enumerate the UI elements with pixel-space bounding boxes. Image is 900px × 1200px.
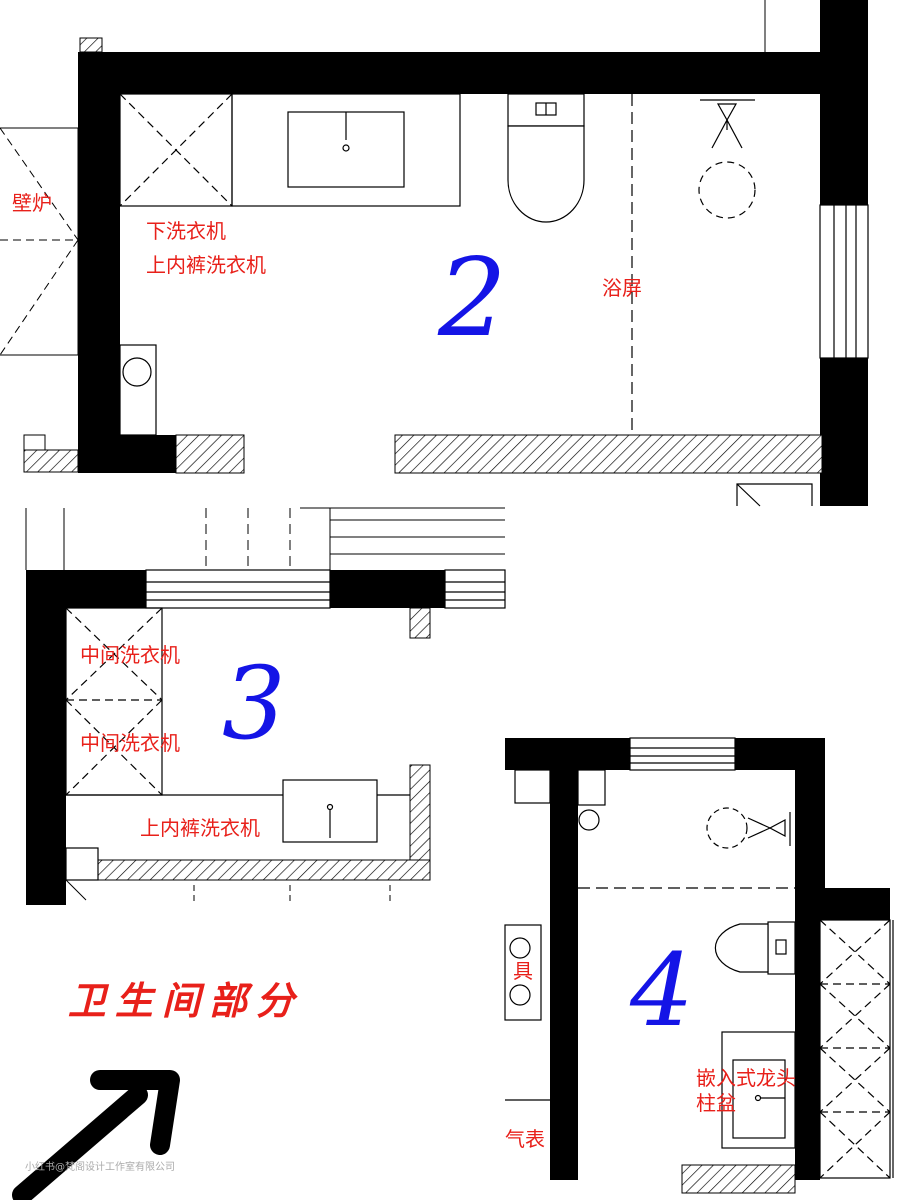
wall-bottom-left bbox=[78, 435, 178, 473]
plan3-bottom-ticks bbox=[65, 879, 391, 905]
plan-4: 具 嵌入式龙头 柱盆 气表 4 bbox=[504, 737, 894, 1194]
vanity-with-sink bbox=[231, 93, 461, 207]
wall-left bbox=[78, 52, 120, 472]
washer-stack-box bbox=[119, 93, 233, 207]
window-right bbox=[819, 204, 869, 359]
plan4-wall-right-upper bbox=[795, 738, 825, 888]
plan3-wall-left bbox=[26, 570, 66, 905]
wall-right-upper bbox=[820, 0, 868, 205]
plan3-window-top bbox=[145, 569, 506, 609]
hatched-pier-top bbox=[79, 37, 103, 53]
fireplace-outline bbox=[0, 127, 79, 356]
plan4-hatched-floor bbox=[681, 1164, 796, 1194]
plan-3-context-lines bbox=[25, 507, 505, 570]
watermark: 小红书@梵阁设计工作室有限公司 bbox=[25, 1160, 175, 1173]
label-pedestal-basin: 柱盆 bbox=[696, 1091, 736, 1115]
arrow-up-right-icon bbox=[12, 1070, 180, 1200]
hatched-wall-bottom-right bbox=[394, 434, 823, 474]
plan3-wall-top-mid bbox=[330, 570, 445, 608]
plan4-left-cabinet bbox=[514, 769, 606, 831]
plan4-wall-right-step bbox=[795, 888, 890, 920]
label-washer-top: 上内裤洗衣机 bbox=[146, 253, 266, 277]
wall-right-lower bbox=[820, 358, 868, 506]
plan3-hatched-wall-bottom bbox=[97, 859, 431, 881]
toilet bbox=[507, 93, 585, 223]
plan4-storage-column bbox=[819, 919, 894, 1179]
room-number-4: 4 bbox=[629, 932, 694, 1049]
label-fireplace: 壁炉 bbox=[12, 191, 52, 215]
room-number-3: 3 bbox=[222, 645, 286, 762]
plan4-toilet bbox=[714, 921, 796, 975]
label-washer-middle-1: 中间洗衣机 bbox=[80, 643, 180, 667]
plan4-wall-right-lower bbox=[795, 920, 820, 1180]
hatched-wall-bottom-left bbox=[175, 434, 245, 474]
plan4-left-side-fixtures bbox=[504, 924, 550, 1101]
plan4-wall-left bbox=[550, 738, 578, 1180]
label-meter-cut: 气表 bbox=[505, 1127, 545, 1151]
label-washer-bottom: 下洗衣机 bbox=[146, 219, 226, 243]
label-embedded-faucet: 嵌入式龙头 bbox=[696, 1066, 796, 1090]
plan-2: 壁炉 下洗衣机 上内裤洗衣机 浴屏 2 bbox=[0, 0, 869, 507]
small-washer bbox=[119, 344, 157, 436]
door-frame-lower-right bbox=[736, 483, 813, 507]
section-title: 卫生间部分 bbox=[68, 978, 303, 1023]
exterior-step bbox=[23, 434, 79, 473]
plan3-sink bbox=[282, 779, 378, 843]
plan4-window-top bbox=[629, 737, 736, 771]
plan3-hatched-pier bbox=[409, 607, 431, 639]
shower-head-icon bbox=[698, 99, 756, 219]
label-shower-screen: 浴屏 bbox=[602, 276, 642, 300]
wall-top bbox=[78, 52, 868, 94]
label-washer-underwear: 上内裤洗衣机 bbox=[140, 816, 260, 840]
plan4-pedestal-basin bbox=[721, 1031, 796, 1149]
plan3-corner-box bbox=[65, 847, 99, 881]
plan3-washer-stack bbox=[65, 607, 410, 796]
label-appliance-cut: 具 bbox=[513, 959, 533, 983]
plan3-wall-top-left bbox=[26, 570, 146, 608]
plan4-shower-head-icon bbox=[706, 807, 791, 849]
room-number-2: 2 bbox=[437, 236, 507, 361]
plan-3: 中间洗衣机 中间洗衣机 上内裤洗衣机 3 bbox=[25, 507, 506, 905]
label-washer-middle-2: 中间洗衣机 bbox=[80, 731, 180, 755]
